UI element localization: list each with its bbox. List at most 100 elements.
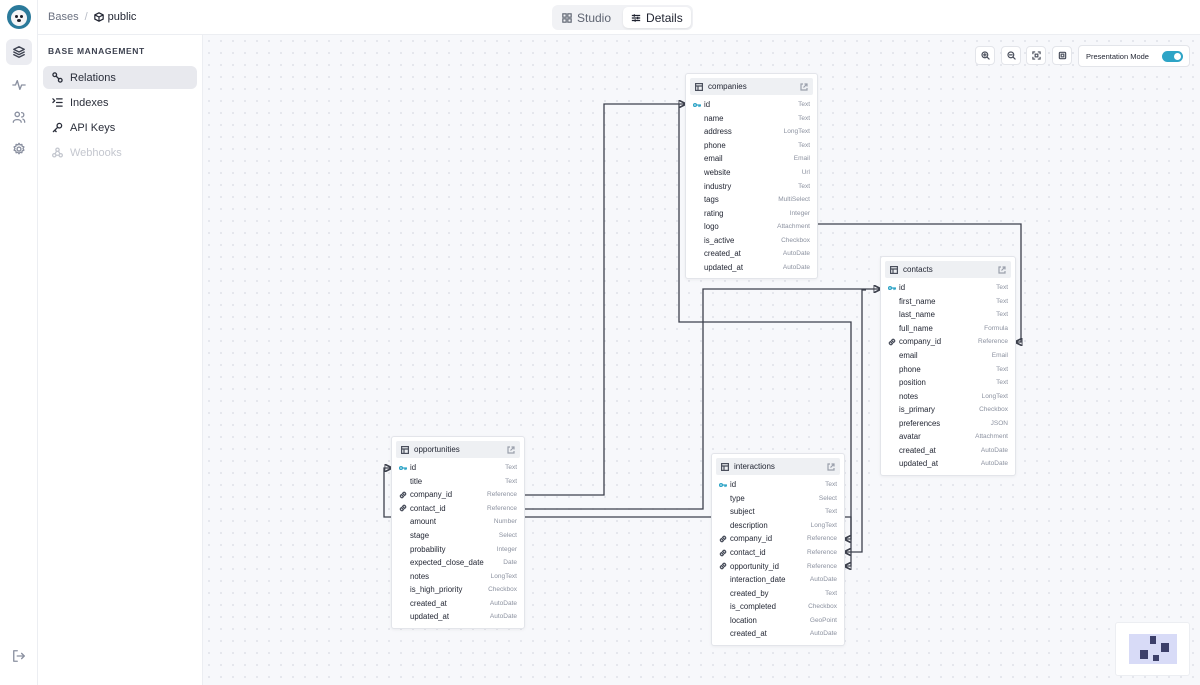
primary-key-icon: [399, 464, 410, 472]
fit-view-button[interactable]: [1026, 46, 1046, 65]
users-icon[interactable]: [6, 104, 32, 130]
field-type: Text: [798, 141, 810, 149]
field-type: Checkbox: [488, 586, 517, 594]
breadcrumb-bases[interactable]: Bases: [48, 11, 79, 23]
open-external-icon[interactable]: [827, 462, 835, 471]
open-external-icon[interactable]: [507, 445, 515, 454]
link-icon: [888, 338, 899, 346]
field-type: Integer: [496, 545, 517, 553]
link-icon: [719, 535, 730, 543]
breadcrumb-current[interactable]: public: [93, 11, 136, 23]
activity-icon[interactable]: [6, 72, 32, 98]
sidebar-item-indexes[interactable]: Indexes: [43, 91, 197, 114]
open-external-icon[interactable]: [800, 82, 808, 91]
field-type: Checkbox: [979, 406, 1008, 414]
table-name: contacts: [903, 265, 933, 274]
top-bar: Bases / public Studio Details: [38, 0, 1200, 35]
layers-icon[interactable]: [6, 39, 32, 65]
presentation-mode-toggle[interactable]: [1162, 51, 1183, 62]
open-external-icon[interactable]: [998, 265, 1006, 274]
field-type: AutoDate: [809, 576, 837, 584]
field-type: Reference: [978, 338, 1008, 346]
app-logo[interactable]: [7, 5, 31, 29]
details-tab[interactable]: Details: [623, 7, 691, 28]
table-header[interactable]: companies: [690, 78, 813, 95]
settings-icon[interactable]: [6, 136, 32, 162]
field-type: Text: [996, 379, 1008, 387]
field-row[interactable]: is_primary Checkbox: [885, 403, 1011, 417]
zoom-in-button[interactable]: [975, 46, 995, 65]
field-type: Checkbox: [781, 236, 810, 244]
grid-icon: [562, 12, 572, 23]
table-header[interactable]: opportunities: [396, 441, 520, 458]
table-header[interactable]: contacts: [885, 261, 1011, 278]
minimap[interactable]: [1115, 622, 1190, 676]
field-name: probability: [410, 544, 446, 554]
screenshot-button[interactable]: [1052, 46, 1072, 65]
zoom-out-button[interactable]: [1001, 46, 1021, 65]
field-name: is_primary: [899, 405, 935, 415]
studio-tab[interactable]: Studio: [554, 7, 619, 28]
field-row[interactable]: probability Integer: [396, 542, 520, 556]
primary-key-icon: [693, 101, 704, 109]
sidebar-item-relations[interactable]: Relations: [43, 66, 197, 89]
field-name: preferences: [899, 418, 941, 428]
logout-icon[interactable]: [6, 643, 32, 669]
sidebar-item-api-keys[interactable]: API Keys: [43, 116, 197, 139]
table-header[interactable]: interactions: [716, 458, 840, 475]
